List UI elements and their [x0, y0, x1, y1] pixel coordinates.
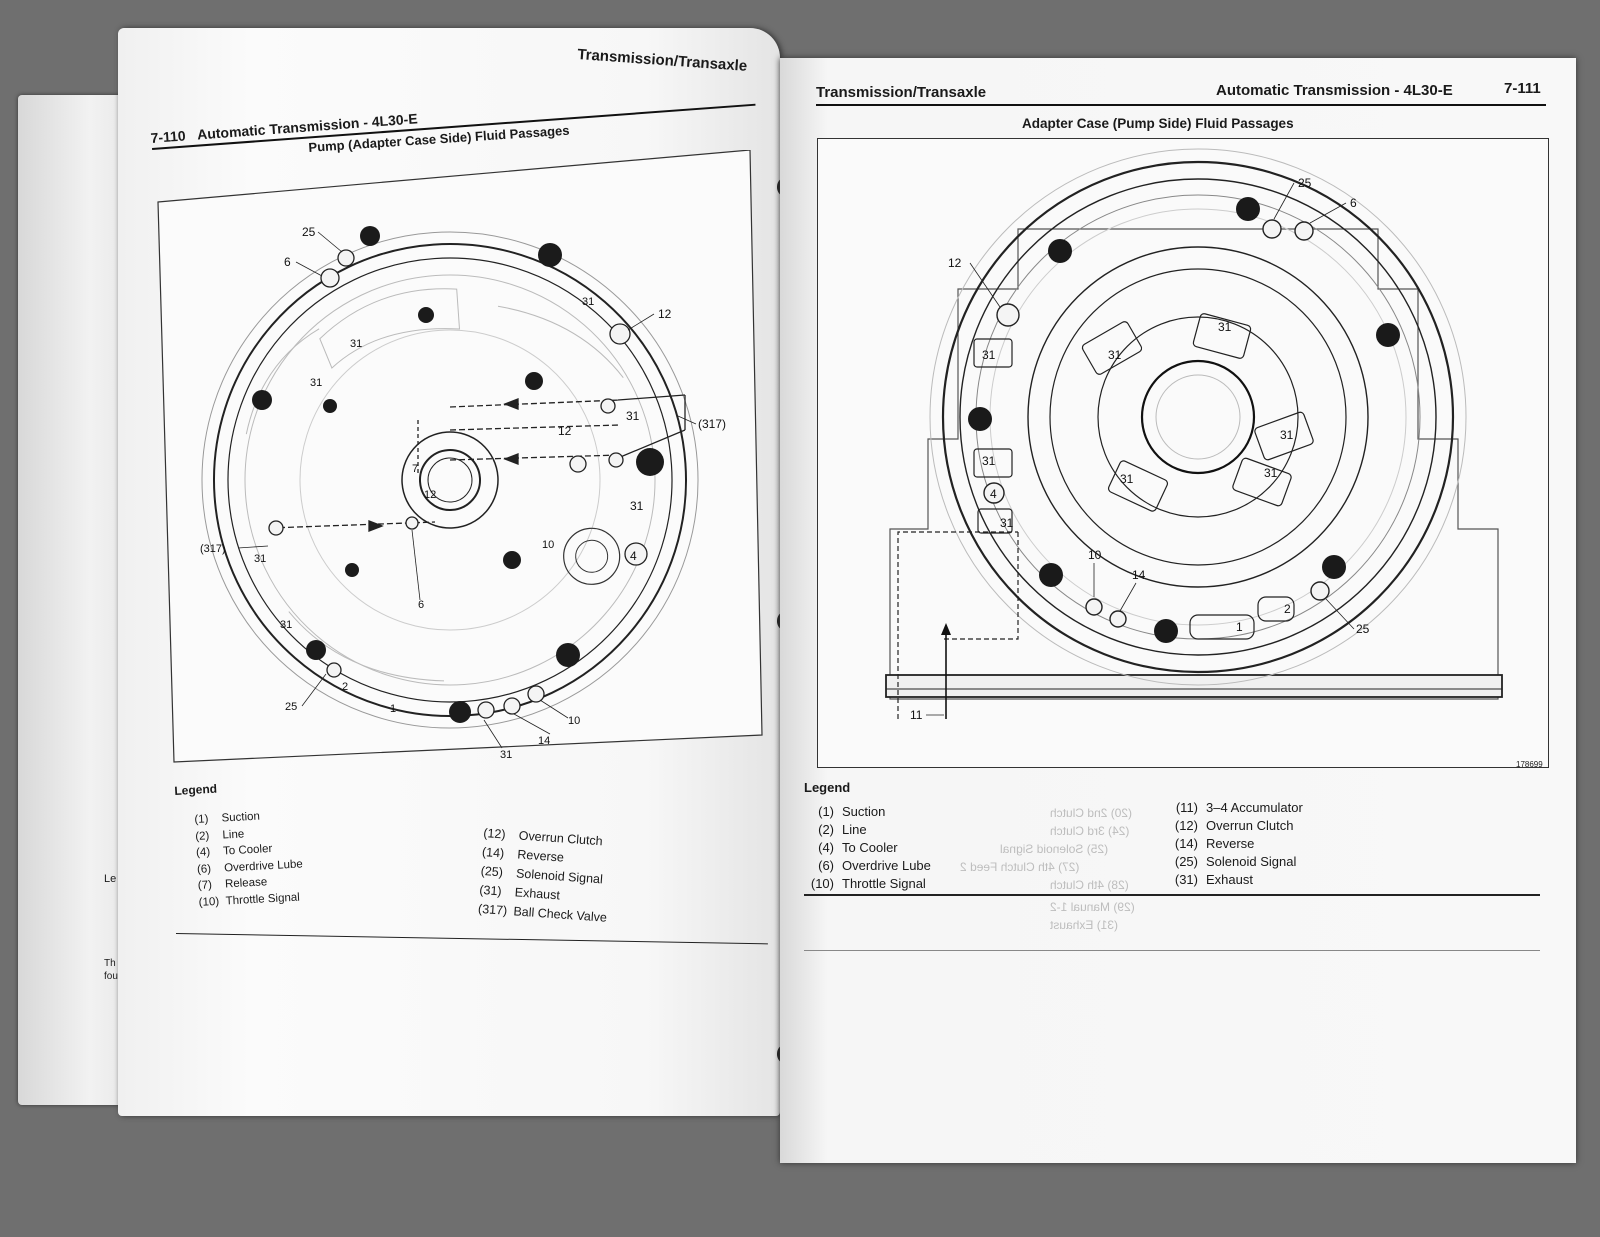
legend-item: (31)Exhaust: [1174, 872, 1253, 887]
legend-rule: [804, 894, 1540, 896]
bleed-through-text: (24) 3rd Clutch: [1050, 824, 1130, 838]
svg-text:14: 14: [538, 735, 550, 747]
legend-column-2: (12) Overrun Clutch (14) Reverse (25) So…: [477, 824, 612, 928]
svg-text:(317): (317): [200, 543, 226, 555]
svg-text:1: 1: [1236, 620, 1243, 634]
legend-item: (14)Reverse: [1174, 836, 1255, 851]
svg-text:31: 31: [350, 338, 362, 350]
bleed-through-text: (25) Solenoid Signal: [1000, 842, 1109, 856]
left-page: Le Th fou 7-110 Automatic Transmission -…: [104, 28, 780, 1116]
svg-text:12: 12: [948, 256, 962, 270]
header-title: Automatic Transmission - 4L30-E: [1216, 82, 1453, 99]
left-header-section: Transmission/Transaxle: [576, 46, 748, 75]
svg-text:31: 31: [280, 619, 292, 631]
figure-id: 178699: [1516, 760, 1543, 769]
edge-fragment: Th: [104, 958, 116, 969]
svg-text:12: 12: [558, 424, 572, 438]
svg-text:7: 7: [412, 463, 418, 475]
svg-text:12: 12: [658, 307, 672, 321]
svg-text:31: 31: [1280, 428, 1294, 442]
legend-item: (25)Solenoid Signal: [1174, 854, 1297, 869]
svg-text:10: 10: [568, 715, 580, 727]
edge-fragment: fou: [104, 971, 118, 982]
svg-text:31: 31: [982, 454, 996, 468]
figure-title: Adapter Case (Pump Side) Fluid Passages: [1022, 116, 1294, 131]
svg-text:6: 6: [1350, 196, 1357, 210]
svg-text:31: 31: [1218, 320, 1232, 334]
svg-text:(317): (317): [698, 417, 726, 431]
svg-text:1: 1: [390, 703, 396, 715]
legend-item: (4)To Cooler: [818, 840, 898, 855]
svg-text:31: 31: [254, 553, 266, 565]
page-number: 7-111: [1504, 80, 1541, 97]
svg-text:4: 4: [630, 549, 637, 563]
callout-labels: 25 6 12 31 31 31 31 31 31 31 31 4 10 14 2 1 25 1…: [910, 176, 1370, 722]
legend-rule: [804, 950, 1540, 951]
legend-item: (6)Overdrive Lube: [818, 858, 931, 873]
svg-text:6: 6: [418, 599, 424, 611]
header-rule: [816, 104, 1546, 106]
page-number: 7-110: [150, 127, 187, 146]
svg-text:25: 25: [302, 225, 316, 239]
svg-text:6: 6: [284, 255, 291, 269]
svg-text:31: 31: [1264, 466, 1278, 480]
svg-text:25: 25: [1298, 176, 1312, 190]
legend-item: (2)Line: [818, 822, 867, 837]
svg-text:31: 31: [982, 348, 996, 362]
legend-item: (1)Suction: [818, 804, 886, 819]
svg-text:4: 4: [990, 487, 997, 501]
svg-text:2: 2: [342, 681, 348, 693]
svg-text:2: 2: [1284, 602, 1291, 616]
svg-text:14: 14: [1132, 568, 1146, 582]
svg-text:25: 25: [1356, 622, 1370, 636]
svg-text:10: 10: [1088, 548, 1102, 562]
edge-fragment: Le: [104, 873, 117, 885]
legend-column-1: (1) Suction (2) Line (4) To Cooler (6) O…: [194, 806, 305, 910]
left-fluid-passage-diagram: 256 12 31 31 31 31 (317) 12 7 12 (317) 3…: [157, 150, 763, 763]
svg-text:31: 31: [500, 749, 512, 761]
right-diagram-frame: 25 6 12 31 31 31 31 31 31 31 31 4 10 14 2 1 25 1…: [817, 138, 1549, 768]
bleed-through-text: (28) 4th Clutch: [1050, 878, 1129, 892]
bleed-through-text: (31) Exhaust: [1050, 918, 1119, 932]
svg-text:25: 25: [285, 701, 297, 713]
legend-item: (11)3–4 Accumulator: [1175, 800, 1303, 815]
svg-text:11: 11: [910, 708, 923, 722]
svg-text:31: 31: [1120, 472, 1134, 486]
bleed-through-text: (29) Manual 1-2: [1050, 900, 1135, 914]
legend-title: Legend: [174, 781, 218, 798]
svg-text:31: 31: [626, 409, 640, 423]
right-page: Transmission/Transaxle Automatic Transmi…: [780, 58, 1576, 1163]
right-fluid-passage-diagram: 25 6 12 31 31 31 31 31 31 31 31 4 10 14 2 1 25 1…: [885, 148, 1503, 722]
svg-text:31: 31: [1000, 516, 1014, 530]
legend-item: (12)Overrun Clutch: [1174, 818, 1294, 833]
svg-text:31: 31: [310, 377, 322, 389]
callout-labels: 256 12 31 31 31 31 (317) 12 7 12 (317) 3…: [200, 225, 726, 761]
svg-text:10: 10: [542, 539, 554, 551]
svg-text:31: 31: [1108, 348, 1122, 362]
bleed-through-text: (27) 4th Clutch Feed 2: [960, 860, 1080, 874]
legend-item: (10)Throttle Signal: [810, 876, 926, 891]
svg-text:12: 12: [424, 489, 436, 501]
legend-rule: [175, 933, 768, 945]
bleed-through-text: (20) 2nd Clutch: [1050, 806, 1133, 820]
header-section: Transmission/Transaxle: [816, 84, 987, 101]
svg-text:31: 31: [630, 499, 644, 513]
legend-title: Legend: [804, 780, 851, 795]
svg-text:31: 31: [582, 296, 594, 308]
